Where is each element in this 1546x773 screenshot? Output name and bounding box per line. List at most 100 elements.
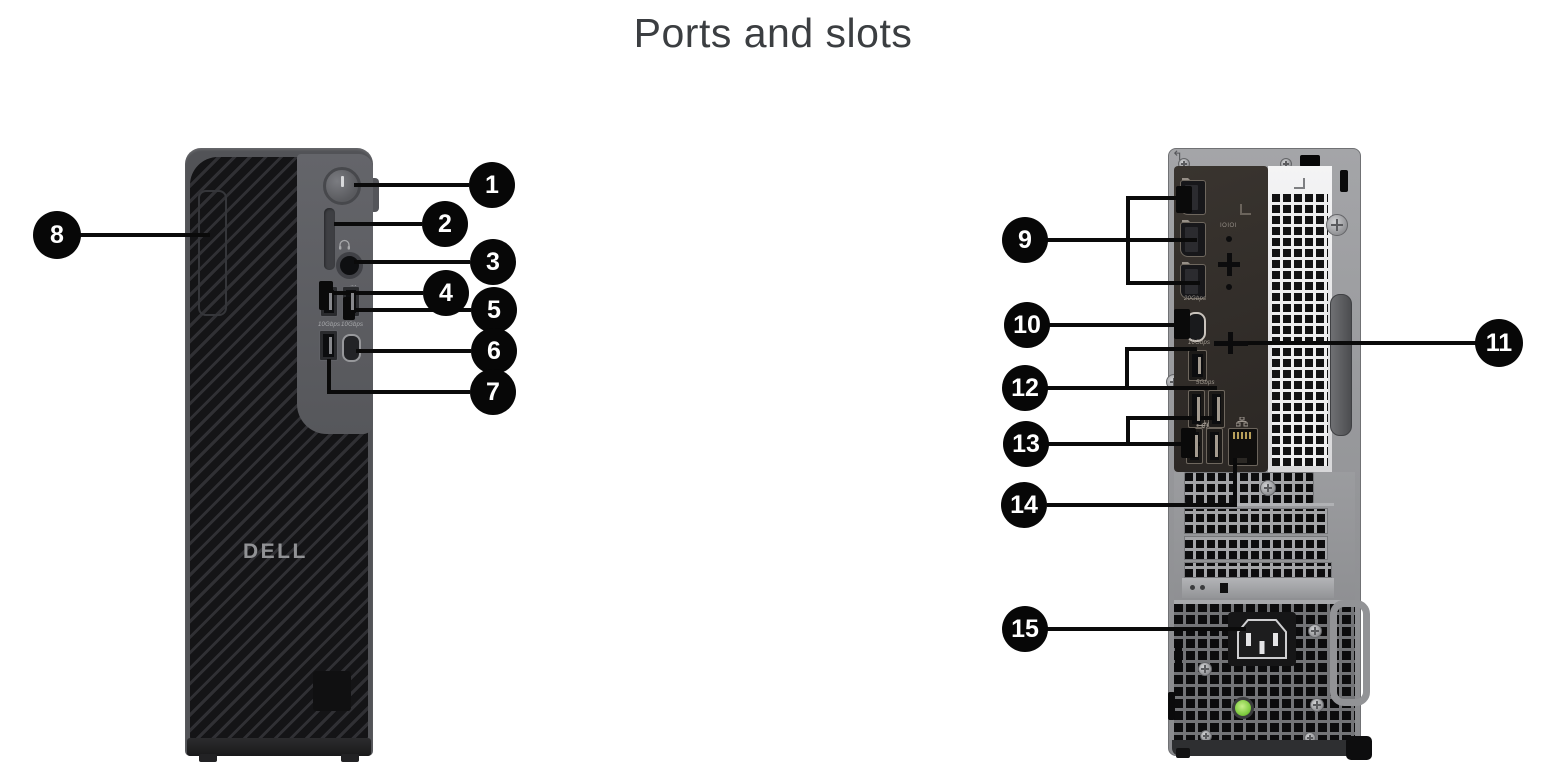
usb-a-port-10gbps[interactable]: [319, 330, 338, 361]
expansion-slot-cover-3: [1184, 536, 1328, 560]
callout-line-7: [327, 390, 470, 394]
serial-port-mark: IOIOI: [1220, 223, 1237, 229]
front-badge-patch: [313, 671, 351, 711]
callout-line-3: [354, 260, 470, 264]
callout-line-11: [1248, 341, 1476, 345]
drive-bay-outline: [198, 190, 227, 316]
usb-powershare-icon: [1196, 416, 1210, 434]
vent-grid: [1272, 194, 1328, 466]
callout-1-power-button: 1: [469, 162, 515, 208]
callout-line-9-bracket: [1126, 196, 1130, 285]
callout-number: 7: [486, 377, 500, 406]
corner-mark: [1240, 204, 1251, 215]
back-foot-right: [1346, 736, 1372, 760]
power-inlet[interactable]: [1228, 612, 1296, 671]
usb-c-20gbps-label: 20Gbps: [1184, 296, 1207, 302]
psu-top-bar: [1182, 578, 1334, 598]
callout-line-13: [1048, 442, 1200, 446]
callout-line-9-end: [1176, 186, 1192, 213]
vent-dot: [1190, 585, 1195, 590]
usb-10gbps-label-right: 10Gbps: [341, 322, 364, 328]
callout-line-2: [334, 222, 422, 226]
callout-line-10: [1049, 323, 1190, 327]
unlock-arrow-icon: ↰: [1172, 148, 1183, 163]
front-view: 10Gbps 10Gbps DELL: [185, 148, 379, 762]
ethernet-contacts: [1233, 432, 1253, 439]
corner-mark: [1294, 178, 1305, 189]
callout-2-sd-card-slot: 2: [422, 201, 468, 247]
usb-a-10gbps-label: 10Gbps: [1188, 340, 1211, 346]
callout-11-padlock-ring: 11: [1475, 319, 1523, 367]
callout-4-usb-port: 4: [423, 270, 469, 316]
callout-number: 6: [487, 336, 501, 365]
expansion-slot-cover-4: [1184, 562, 1332, 578]
big-screw: [1326, 214, 1348, 236]
sd-card-slot[interactable]: [324, 208, 335, 270]
expansion-slot-zone: [1174, 472, 1355, 600]
callout-13-usb-2-ports: 13: [1003, 421, 1049, 467]
callout-number: 8: [50, 220, 64, 249]
side-tab: [371, 178, 379, 212]
psu-handle-loop[interactable]: [1330, 600, 1370, 706]
usb-2-port-2[interactable]: [1206, 428, 1223, 464]
callout-line-9: [1047, 238, 1197, 242]
side-slot: [1340, 170, 1348, 192]
slot-divider: [1182, 503, 1334, 506]
callout-line-9-bottom: [1126, 281, 1200, 285]
page-title: Ports and slots: [633, 10, 913, 56]
front-foot-left: [199, 754, 217, 762]
padlock-ring-mark: [1228, 332, 1233, 354]
front-base: [187, 738, 371, 756]
edge-slot: [1175, 642, 1182, 670]
side-latch-handle[interactable]: [1330, 294, 1352, 436]
callout-line-14: [1047, 503, 1237, 507]
callout-line-8: [80, 233, 210, 237]
slot-screw: [1260, 480, 1276, 496]
power-button-icon: [340, 176, 344, 187]
callout-10-usb-c-port: 10: [1004, 302, 1050, 348]
edge-slot: [1168, 692, 1175, 720]
callout-line-1: [354, 183, 469, 187]
callout-5-usb-port: 5: [471, 287, 517, 333]
expansion-slot-cover-2: [1184, 508, 1328, 534]
callout-number: 3: [486, 247, 500, 276]
vent-dot: [1200, 585, 1205, 590]
callout-3-headset-jack: 3: [470, 239, 516, 285]
expansion-slot-cover-1: [1184, 472, 1314, 504]
callout-6-usb-c-port: 6: [471, 328, 517, 374]
knockout-cross: [1226, 253, 1232, 276]
callout-line-4: [331, 291, 423, 295]
usb-a-port-5gbps-2[interactable]: [1208, 390, 1225, 428]
callout-number: 15: [1011, 614, 1039, 643]
callout-7-usb-port: 7: [470, 369, 516, 415]
callout-number: 14: [1010, 490, 1038, 519]
knockout-dot: [1226, 284, 1232, 290]
callout-number: 1: [485, 170, 499, 199]
callout-15-power-connector: 15: [1002, 606, 1048, 652]
callout-number: 12: [1011, 373, 1039, 402]
usb-10gbps-label-left: 10Gbps: [318, 322, 341, 328]
callout-number: 4: [439, 278, 453, 307]
callout-line-6: [356, 349, 471, 353]
back-base: [1172, 740, 1357, 756]
callout-number: 11: [1485, 328, 1513, 357]
psu-screw: [1308, 624, 1322, 638]
vent-zone: [1268, 166, 1332, 472]
callout-line-14-vertical: [1233, 458, 1237, 505]
headset-jack[interactable]: [336, 252, 363, 279]
callout-8-drive-bay: 8: [33, 211, 81, 259]
top-knockout: [1300, 155, 1320, 167]
callout-12-usb-ports: 12: [1002, 365, 1048, 411]
callout-line-5: [353, 308, 471, 312]
callout-number: 13: [1012, 429, 1040, 458]
callout-line-12-bracket: [1125, 347, 1129, 390]
usb-a-port-10gbps-rear[interactable]: [1188, 350, 1207, 381]
psu-screw: [1310, 698, 1324, 712]
headset-icon: [338, 238, 351, 256]
callout-number: 2: [438, 209, 452, 238]
callout-line-13-top: [1126, 416, 1214, 420]
ethernet-clip: [1237, 458, 1247, 463]
usb-c-port-front[interactable]: [342, 334, 361, 362]
callout-line-15: [1047, 627, 1246, 631]
